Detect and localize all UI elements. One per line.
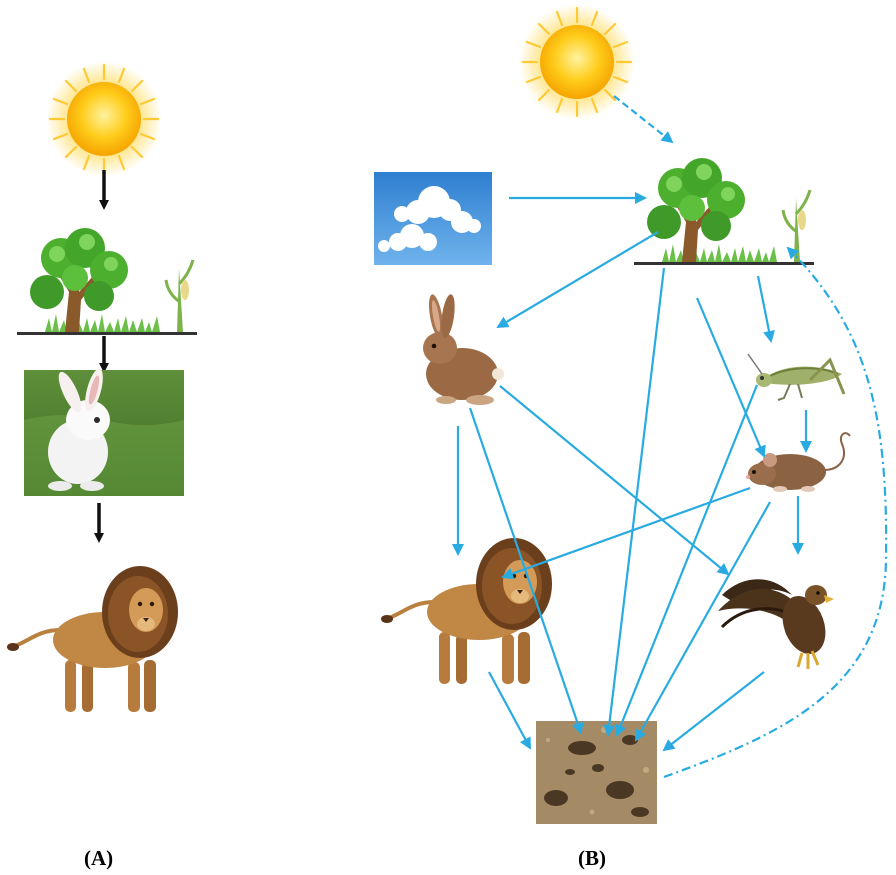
panel-b-food-web <box>374 2 888 824</box>
food-web-arrows <box>452 95 888 779</box>
arrow-plant-to-grasshopper <box>756 275 775 343</box>
arrow-soil-to-plant <box>663 246 888 779</box>
arrow-rabbit-to-soil <box>468 407 584 735</box>
arrow-grasshopper-to-soil <box>615 384 759 737</box>
sun-icon <box>44 59 164 179</box>
rabbit-icon <box>423 293 504 405</box>
lion-icon <box>5 564 180 714</box>
mouse-icon <box>745 432 851 493</box>
eagle-icon <box>716 577 836 671</box>
arrow-plant-to-soil <box>603 267 666 737</box>
lion-icon <box>379 536 554 686</box>
sun-icon <box>517 2 637 122</box>
arrow-plant-to-rabbit <box>496 231 659 329</box>
panel-b-label: (B) <box>578 846 606 870</box>
arrow-mouse-to-soil <box>635 501 771 742</box>
panel-a-food-chain <box>5 59 199 714</box>
rabbit-icon <box>24 368 184 496</box>
arrow-rabbit-to-eagle <box>499 385 730 576</box>
grasshopper-icon <box>746 352 846 402</box>
clouds-icon <box>374 172 492 265</box>
arrow-mouse-to-lion <box>501 486 751 580</box>
tree-grass-icon <box>632 156 816 267</box>
arrow-lion-to-soil <box>488 671 531 750</box>
panel-a-label: (A) <box>84 846 114 870</box>
arrow-plant-to-mouse <box>695 297 766 458</box>
arrow-eagle-to-soil <box>662 671 765 752</box>
tree-grass-icon <box>15 226 199 337</box>
arrow-sun-to-plant <box>613 95 674 144</box>
